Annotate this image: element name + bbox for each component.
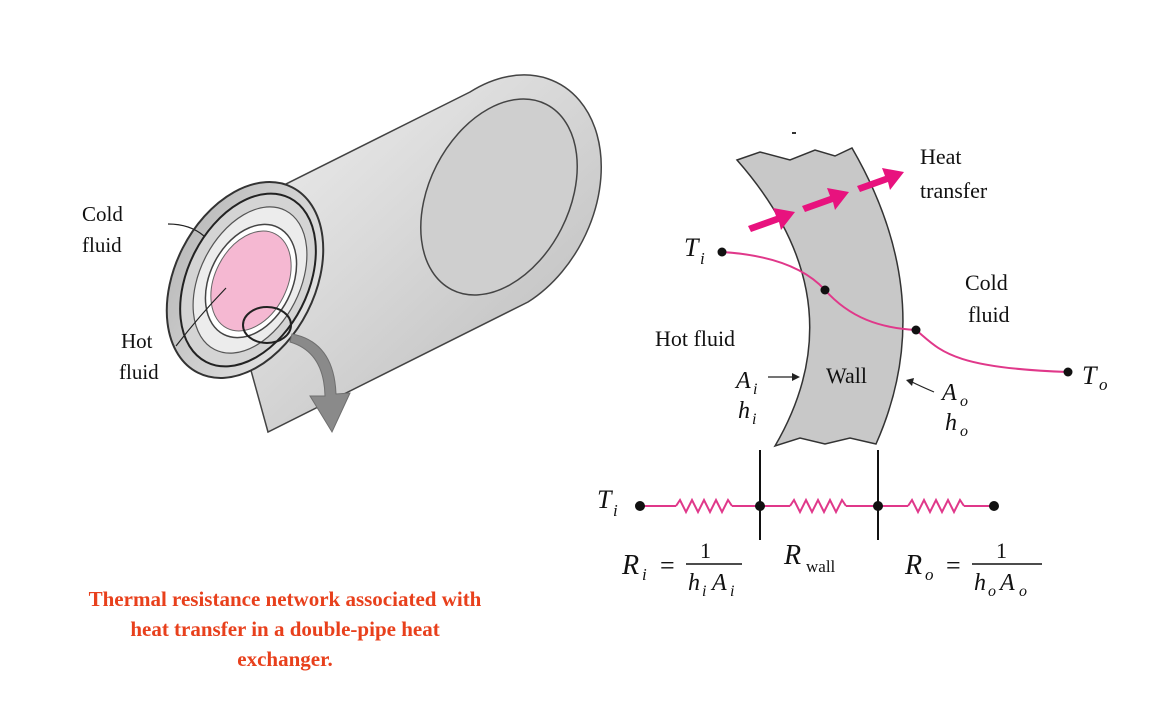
network-node-outer (873, 501, 883, 511)
ti-label: T (684, 233, 700, 262)
cold-fluid-label-1: Cold (965, 270, 1008, 295)
network-ti-label: T (597, 485, 613, 514)
hot-fluid-leader (175, 287, 227, 347)
wall-label: Wall (826, 363, 867, 388)
ri-symbol-sub: i (642, 565, 647, 584)
ro-den-h-sub: o (988, 583, 996, 600)
network-ti-label-sub: i (613, 501, 618, 520)
ai-leader-head (792, 373, 800, 381)
cold-fluid-leader (167, 223, 205, 237)
ti-point (717, 247, 727, 257)
ri-equals: = (660, 551, 675, 580)
network-node-to (989, 501, 999, 511)
ri-den-h: h (688, 570, 700, 596)
hot-fluid-label: Hot fluid (655, 326, 735, 351)
ri-den-a-sub: i (730, 583, 734, 600)
caption-line-2: heat transfer in a double-pipe heat (130, 617, 440, 641)
hi-label-sub: i (752, 411, 756, 428)
resistor-ro (907, 497, 965, 515)
ri-numerator: 1 (700, 538, 711, 563)
ao-label-sub: o (960, 393, 968, 410)
pipe-far-end (420, 98, 578, 296)
ri-den-a: A (710, 570, 727, 596)
temperature-profile-curve (721, 251, 1069, 373)
ro-den-a: A (998, 570, 1015, 596)
outer-surface-point (911, 325, 921, 335)
ai-label-sub: i (753, 381, 757, 398)
double-pipe-illustration: Cold fluid Hot fluid (82, 74, 602, 434)
hi-label: h (738, 398, 750, 424)
figure-caption: Thermal resistance network associated wi… (40, 584, 530, 674)
network-node-inner (755, 501, 765, 511)
heat-transfer-label-1: Heat (920, 144, 962, 169)
resistance-network: T i R i = 1 h i A i R wall R o = 1 h o A… (597, 450, 1042, 600)
caption-line-1: Thermal resistance network associated wi… (88, 587, 482, 611)
rwall-symbol-sub: wall (806, 557, 836, 576)
rwall-symbol: R (783, 540, 801, 571)
heat-arrow-3 (857, 168, 904, 192)
ro-equals: = (946, 551, 961, 580)
resistor-rwall (789, 497, 847, 515)
to-label: T (1082, 361, 1098, 390)
ro-numerator: 1 (996, 538, 1007, 563)
ro-den-h: h (974, 570, 986, 596)
hot-fluid-core (210, 230, 292, 332)
wall-body (735, 147, 904, 448)
ao-label: A (940, 380, 957, 406)
ro-den-a-sub: o (1019, 583, 1027, 600)
ao-leader-head (906, 378, 914, 386)
ri-den-h-sub: i (702, 583, 706, 600)
ti-label-sub: i (700, 249, 705, 268)
ro-symbol-sub: o (925, 565, 934, 584)
ai-label: A (734, 368, 751, 394)
to-point (1063, 367, 1073, 377)
resistor-ri (675, 497, 733, 515)
ho-label-sub: o (960, 423, 968, 440)
pipe-cold-fluid-label-2: fluid (82, 233, 122, 257)
network-node-ti (635, 501, 645, 511)
cold-fluid-label-2: fluid (968, 302, 1010, 327)
ro-symbol: R (904, 550, 922, 581)
heat-arrow-2 (802, 188, 849, 212)
ho-label: h (945, 410, 957, 436)
caption-line-3: exchanger. (237, 647, 333, 671)
pipe-hot-fluid-label-2: fluid (119, 360, 159, 384)
inner-surface-point (820, 285, 830, 295)
wall-section: Heat transfer Cold fluid Hot fluid Wall … (655, 132, 1108, 448)
to-label-sub: o (1099, 375, 1108, 394)
pipe-hot-fluid-label-1: Hot (121, 329, 153, 353)
heat-transfer-label-2: transfer (920, 178, 988, 203)
heat-arrow-1 (748, 208, 795, 232)
ao-leader (911, 381, 935, 393)
pipe-cold-fluid-label-1: Cold (82, 202, 123, 226)
heat-transfer-arrows (748, 168, 904, 232)
detail-magnifier-circle (242, 306, 292, 344)
ri-symbol: R (621, 550, 639, 581)
zoom-arrow (289, 333, 351, 434)
